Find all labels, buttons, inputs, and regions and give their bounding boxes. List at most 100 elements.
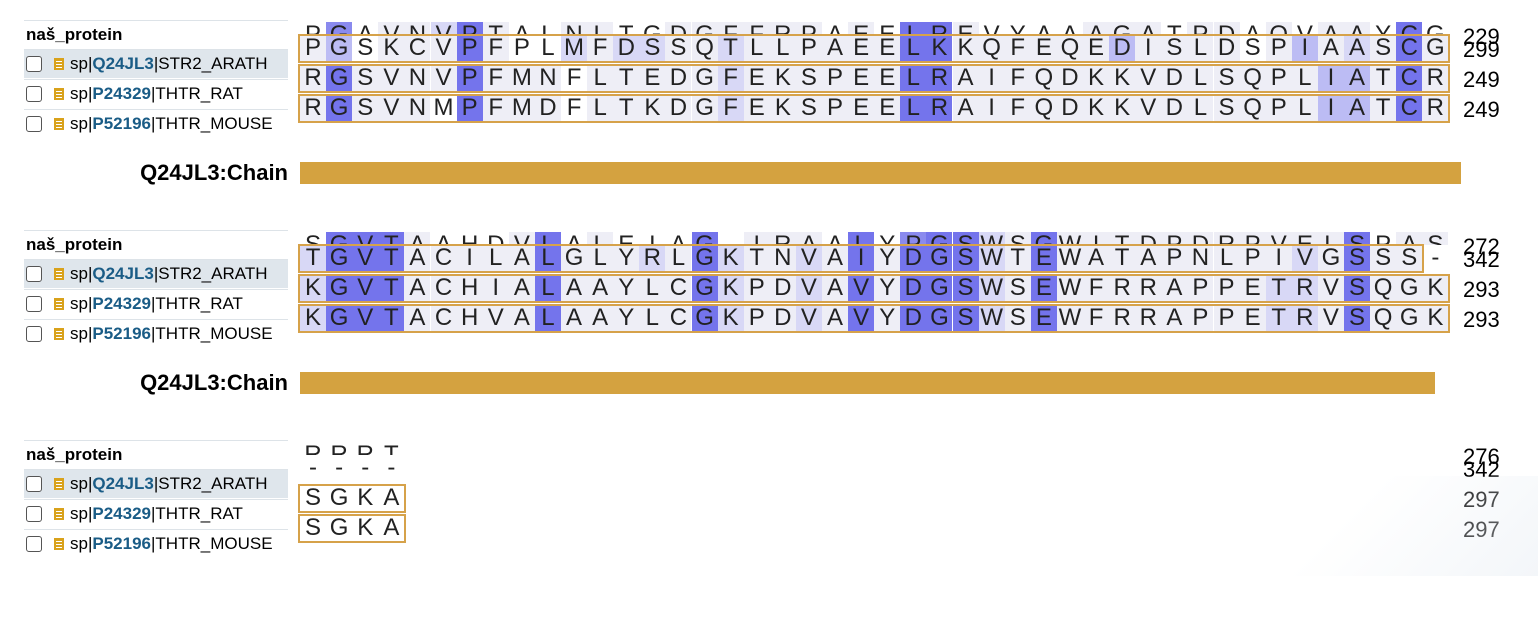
feature-bar[interactable] — [300, 162, 1461, 184]
hit-label[interactable]: sp|P24329|THTR_RAT — [24, 499, 288, 528]
residue: F — [1004, 35, 1031, 61]
residue: A — [1161, 305, 1188, 331]
residue: A — [1344, 95, 1371, 121]
residue: E — [743, 65, 770, 91]
residue: V — [430, 65, 457, 91]
end-position: 293 — [1463, 277, 1500, 302]
residue: T — [1109, 245, 1136, 271]
residue: P — [1187, 275, 1214, 301]
residue: V — [795, 245, 822, 271]
residue: R — [1422, 95, 1449, 121]
residue: L — [587, 65, 614, 91]
accession-link[interactable]: P24329 — [92, 84, 151, 103]
residue: I — [1317, 65, 1344, 91]
accession-link[interactable]: P52196 — [92, 114, 151, 133]
residue: L — [587, 245, 614, 271]
accession-link[interactable]: P24329 — [92, 504, 151, 523]
accession-link[interactable]: P24329 — [92, 294, 151, 313]
select-checkbox[interactable] — [26, 506, 42, 522]
residue: A — [1317, 35, 1344, 61]
entry-name: |THTR_MOUSE — [151, 324, 273, 343]
residue: V — [1317, 305, 1344, 331]
accession-link[interactable]: Q24JL3 — [92, 54, 154, 73]
residue: P — [300, 35, 327, 61]
residue: S — [300, 515, 327, 541]
select-checkbox[interactable] — [26, 56, 42, 72]
accession-link[interactable]: P52196 — [92, 534, 151, 553]
residue: V — [378, 65, 405, 91]
select-checkbox[interactable] — [26, 266, 42, 282]
residue: F — [1083, 275, 1110, 301]
hit-label[interactable]: sp|P24329|THTR_RAT — [24, 79, 288, 108]
accession-link[interactable]: Q24JL3 — [92, 264, 154, 283]
residue: S — [952, 305, 979, 331]
residue: S — [1344, 245, 1371, 271]
select-checkbox[interactable] — [26, 296, 42, 312]
residue: L — [1213, 245, 1240, 271]
residue: V — [352, 275, 379, 301]
residue: F — [561, 95, 588, 121]
feature-bar[interactable] — [300, 372, 1435, 394]
residue: R — [1291, 305, 1318, 331]
residue: W — [1056, 304, 1083, 331]
select-checkbox[interactable] — [26, 536, 42, 552]
entry-name: |THTR_MOUSE — [151, 114, 273, 133]
hit-label[interactable]: sp|P24329|THTR_RAT — [24, 289, 288, 318]
select-checkbox[interactable] — [26, 476, 42, 492]
residue: I — [456, 245, 483, 271]
residue: A — [1135, 245, 1162, 271]
residue: K — [1109, 65, 1136, 91]
hit-label[interactable]: sp|P52196|THTR_MOUSE — [24, 319, 288, 348]
residue: Q — [1239, 95, 1266, 121]
hit-label[interactable]: sp|P52196|THTR_MOUSE — [24, 109, 288, 138]
residue: V — [352, 245, 379, 271]
residue: I — [1135, 35, 1162, 61]
residue: Y — [613, 245, 640, 271]
accession-link[interactable]: P52196 — [92, 324, 151, 343]
residue: C — [665, 275, 692, 301]
residue: A — [952, 65, 979, 91]
residue: G — [326, 35, 353, 61]
hit-label[interactable]: sp|Q24JL3|STR2_ARATH — [24, 49, 288, 78]
end-position: 249 — [1463, 67, 1500, 92]
residue: P — [822, 95, 849, 121]
select-checkbox[interactable] — [26, 326, 42, 342]
residue: G — [1422, 35, 1449, 61]
residue: L — [1187, 95, 1214, 121]
residue: R — [1109, 305, 1136, 331]
residue: A — [404, 275, 431, 301]
select-checkbox[interactable] — [26, 86, 42, 102]
document-icon — [54, 88, 64, 100]
residue: F — [1004, 95, 1031, 121]
residue: G — [691, 305, 718, 331]
residue: P — [1265, 95, 1292, 121]
accession-link[interactable]: Q24JL3 — [92, 474, 154, 493]
residue: S — [1004, 305, 1031, 331]
residue: I — [1317, 95, 1344, 121]
residue: A — [404, 305, 431, 331]
entry-name: |STR2_ARATH — [153, 264, 268, 283]
residue: F — [717, 95, 744, 121]
entry-name: |THTR_RAT — [151, 84, 243, 103]
document-icon — [54, 118, 64, 130]
hit-label[interactable]: sp|Q24JL3|STR2_ARATH — [24, 259, 288, 288]
residue: K — [717, 305, 744, 331]
residue: V — [1135, 95, 1162, 121]
residue: D — [665, 65, 692, 91]
residue: T — [1004, 245, 1031, 271]
residue: E — [1030, 35, 1057, 61]
select-checkbox[interactable] — [26, 116, 42, 132]
hit-label[interactable]: sp|P52196|THTR_MOUSE — [24, 529, 288, 558]
residue: T — [1370, 95, 1397, 121]
residue: S — [1161, 35, 1188, 61]
residue: E — [1239, 275, 1266, 301]
residue: F — [482, 95, 509, 121]
residue: K — [300, 275, 327, 301]
hit-label[interactable]: sp|Q24JL3|STR2_ARATH — [24, 469, 288, 498]
residue: L — [1187, 35, 1214, 61]
residue: T — [300, 245, 327, 271]
residue: S — [639, 35, 666, 61]
